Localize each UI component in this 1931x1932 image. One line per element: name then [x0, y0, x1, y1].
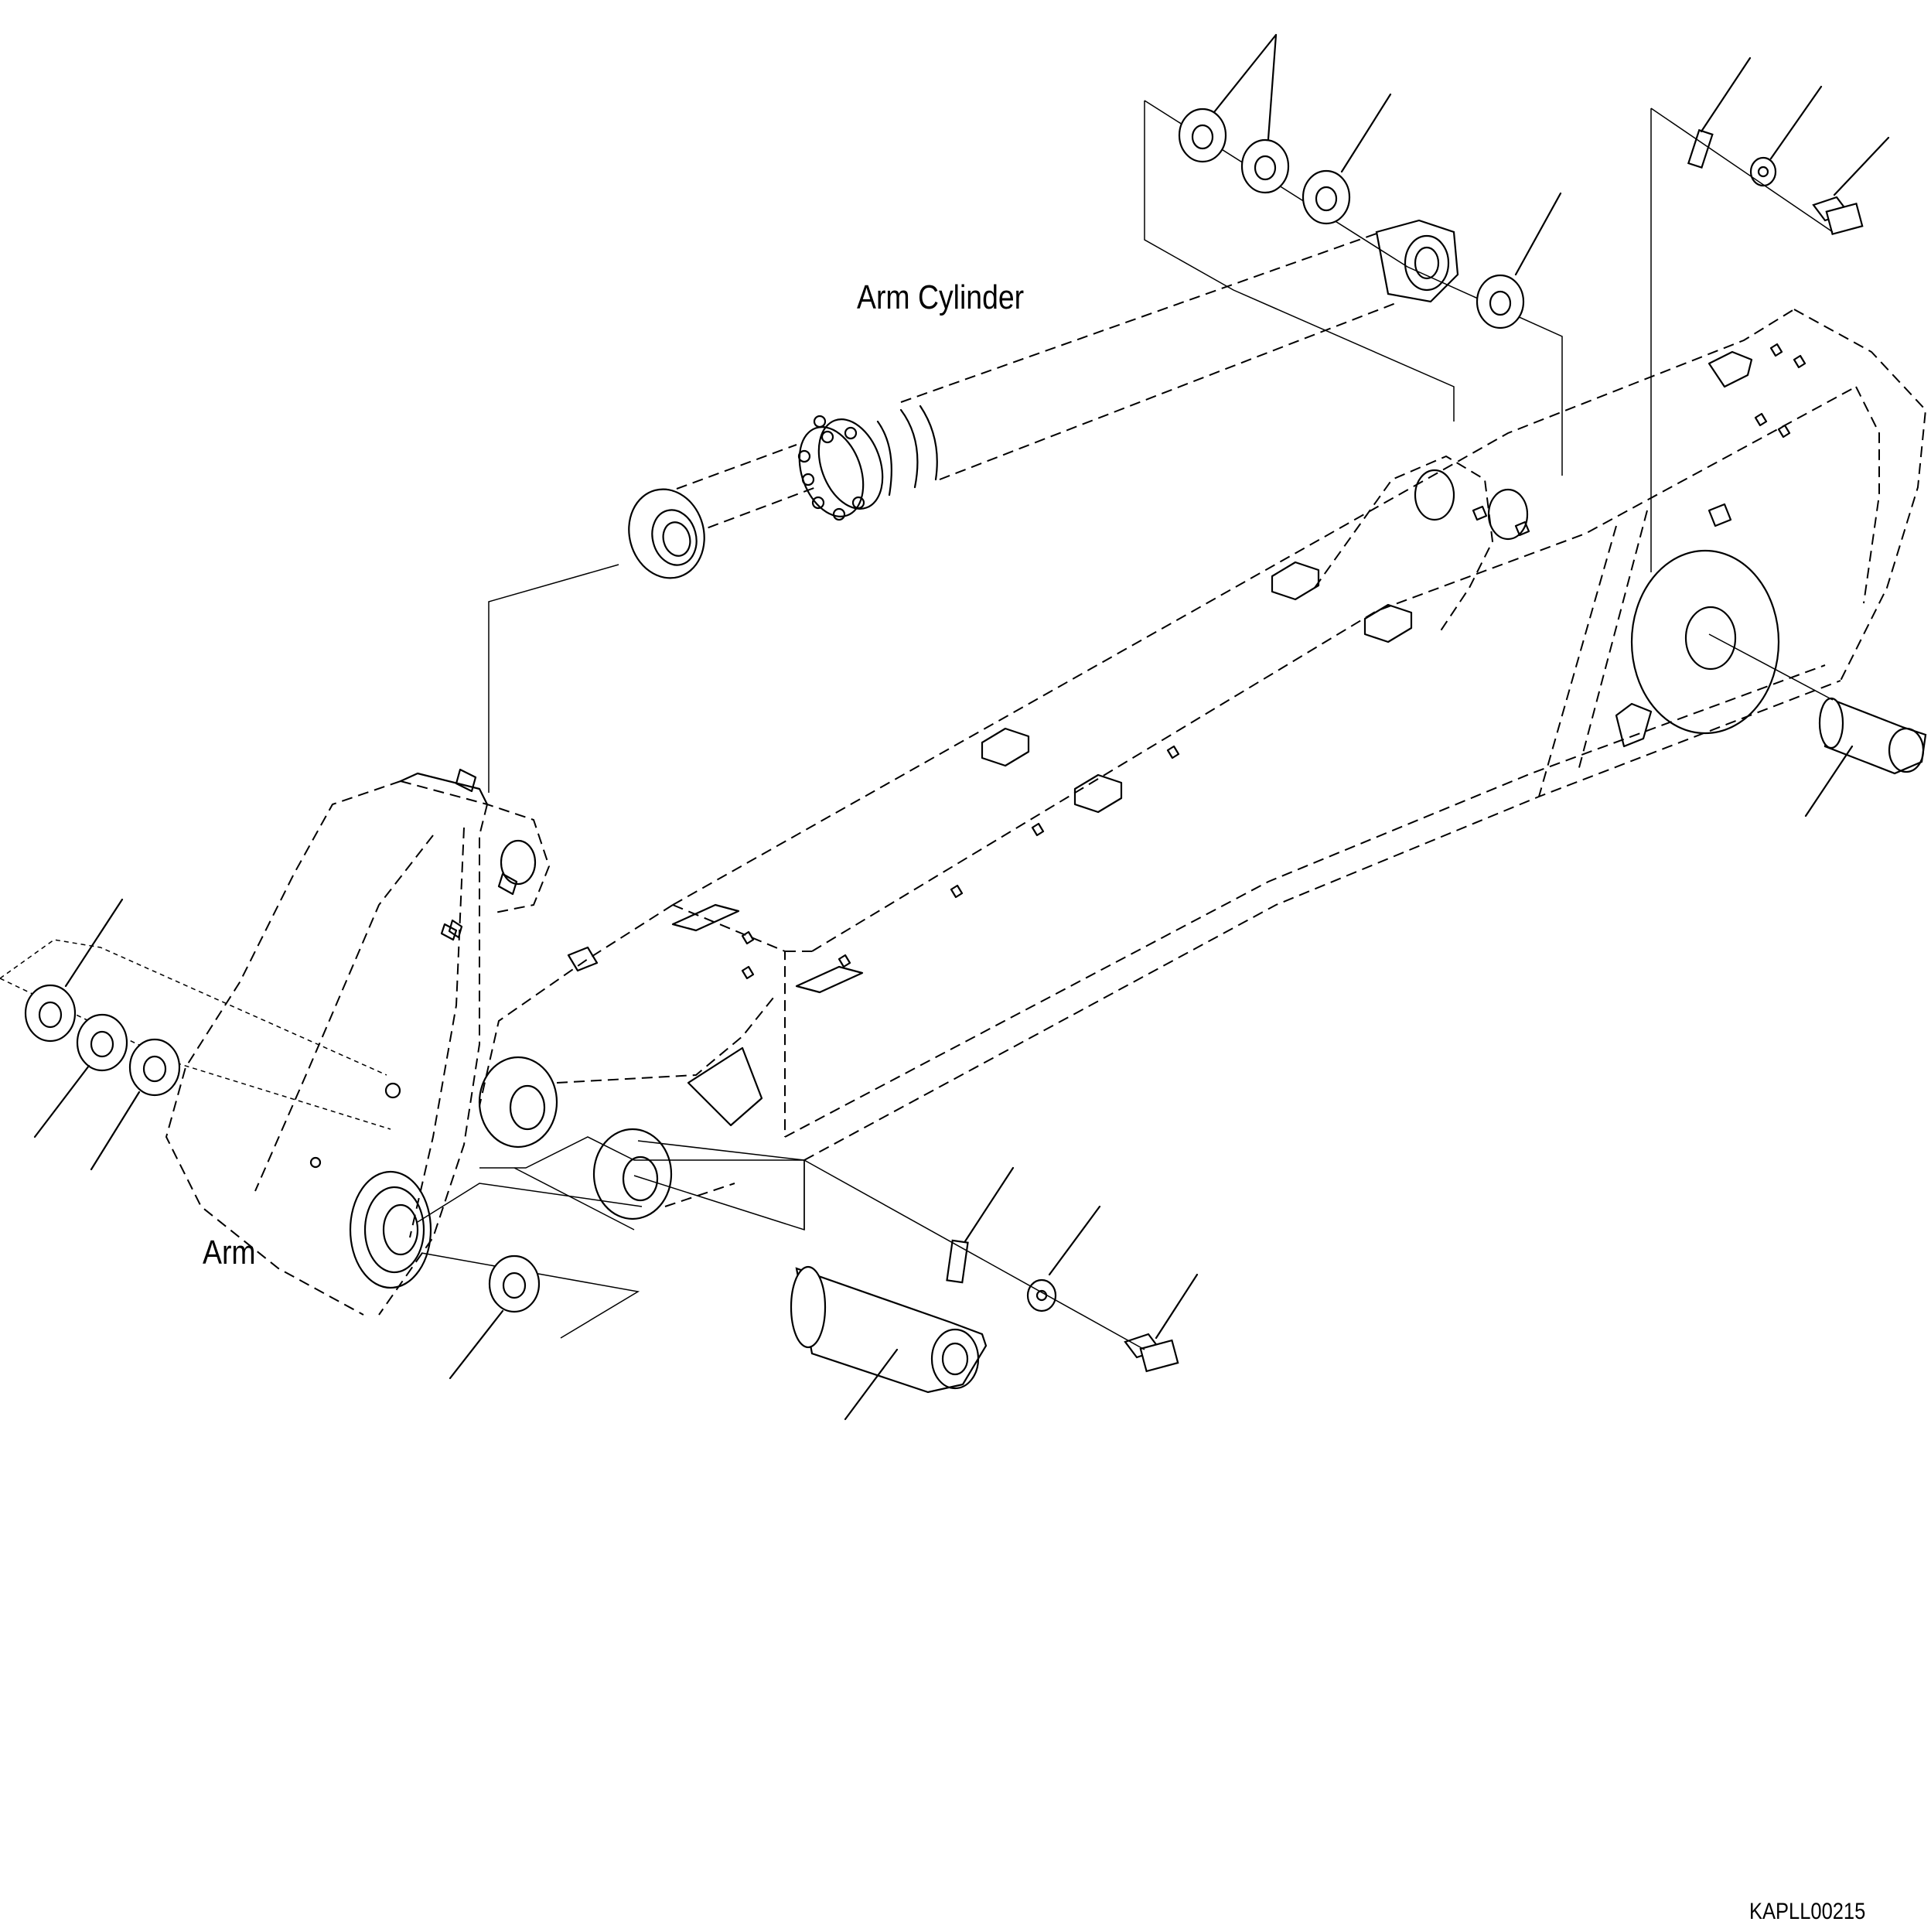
shim-group-top [1144, 33, 1563, 476]
arm-cylinder [488, 219, 1459, 793]
figure-code: KAPLL00215 [1749, 1899, 1866, 1924]
shim-icon [24, 984, 77, 1043]
shim-icon [1178, 108, 1227, 163]
arm-label: Arm [203, 1234, 256, 1272]
lock-hardware-top [1650, 56, 1890, 572]
lower-hardware [421, 1159, 1199, 1421]
arm-end-piece [165, 768, 805, 1316]
arm-body [478, 309, 1927, 1220]
foot-pin [1708, 633, 1927, 818]
shim-group-left [0, 898, 391, 1171]
shim-icon [1476, 274, 1525, 329]
shim-icon [1302, 169, 1351, 225]
arm-cylinder-label: Arm Cylinder [857, 278, 1025, 316]
shim-icon [488, 1254, 541, 1313]
shim-icon [76, 1013, 128, 1072]
pin-icon [790, 1265, 988, 1421]
shim-icon [128, 1038, 181, 1097]
shim-icon [1240, 138, 1290, 194]
